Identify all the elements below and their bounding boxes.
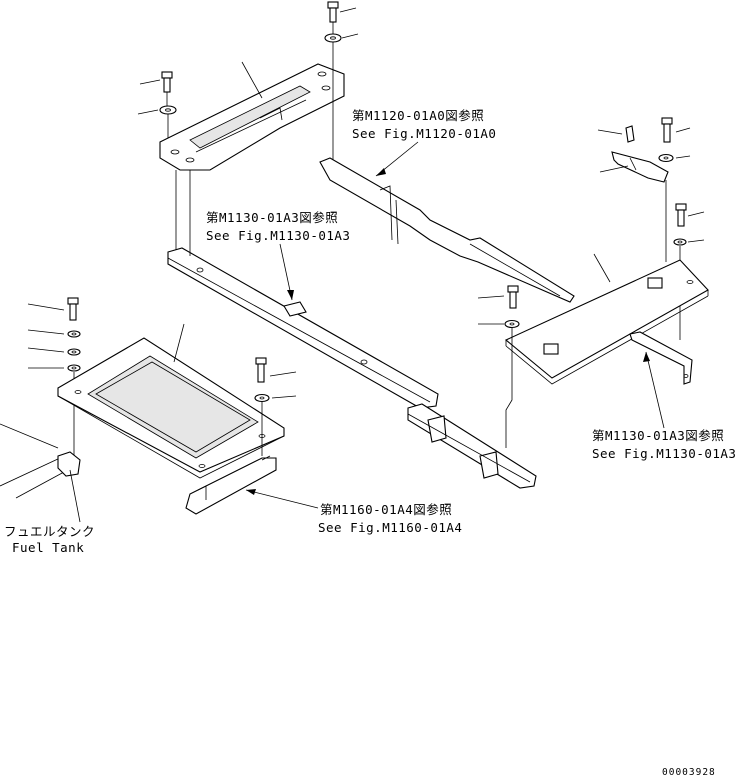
tank-cover-bracket	[185, 455, 277, 515]
long-main-beam	[167, 247, 439, 409]
ref-m1130a-en: See Fig.M1130-01A3	[206, 228, 350, 243]
mid-left-bolt	[161, 71, 173, 93]
tank-cover-washer	[254, 393, 270, 403]
lower-bracket-beam	[407, 403, 537, 489]
ref-m1130-a: 第M1130-01A3図参照 See Fig.M1130-01A3	[206, 210, 350, 301]
fuel-tank-label: フュエルタンク Fuel Tank	[4, 524, 95, 555]
mid-left-washer	[159, 105, 177, 115]
ref-m1120-en: See Fig.M1120-01A0	[352, 126, 496, 141]
ref-m1130b-jp: 第M1130-01A3図参照	[592, 428, 724, 443]
left-washer-2	[67, 348, 81, 356]
top-left-washer	[324, 33, 342, 43]
drawing-number: 00003928	[662, 767, 716, 778]
ref-m1120-jp: 第M1120-01A0図参照	[352, 108, 484, 123]
ref-m1160-en: See Fig.M1160-01A4	[318, 520, 462, 535]
fuel-tank-fragment	[0, 423, 81, 499]
left-washer-1	[67, 330, 81, 338]
right-top-bolt	[661, 117, 673, 143]
left-washer-3	[67, 364, 81, 372]
right-washer-2	[673, 238, 687, 246]
ref-m1130-b: 第M1130-01A3図参照 See Fig.M1130-01A3	[592, 351, 736, 461]
right-top-washer	[658, 153, 674, 163]
right-small-bracket	[629, 331, 693, 385]
top-cover-plate	[159, 63, 345, 171]
top-left-bolt	[327, 1, 339, 23]
fuel-tank-label-jp: フュエルタンク	[4, 524, 95, 539]
ref-m1130b-en: See Fig.M1130-01A3	[592, 446, 736, 461]
tank-cover-bolt	[255, 357, 267, 383]
right-cover-plate	[504, 259, 709, 385]
left-bolt	[67, 297, 79, 321]
center-bolt	[507, 285, 519, 309]
ref-m1120: 第M1120-01A0図参照 See Fig.M1120-01A0	[352, 108, 496, 177]
center-washer	[504, 319, 520, 329]
ref-m1160: 第M1160-01A4図参照 See Fig.M1160-01A4	[245, 489, 462, 535]
fuel-tank-cover-plate	[57, 337, 285, 479]
right-bolt-2	[675, 203, 687, 227]
ref-m1160-jp: 第M1160-01A4図参照	[320, 502, 452, 517]
ref-m1130a-jp: 第M1130-01A3図参照	[206, 210, 338, 225]
right-hinge-bracket	[611, 151, 669, 183]
right-clip	[625, 125, 635, 143]
center-frame-beam	[319, 157, 575, 303]
fuel-tank-label-en: Fuel Tank	[12, 540, 84, 555]
